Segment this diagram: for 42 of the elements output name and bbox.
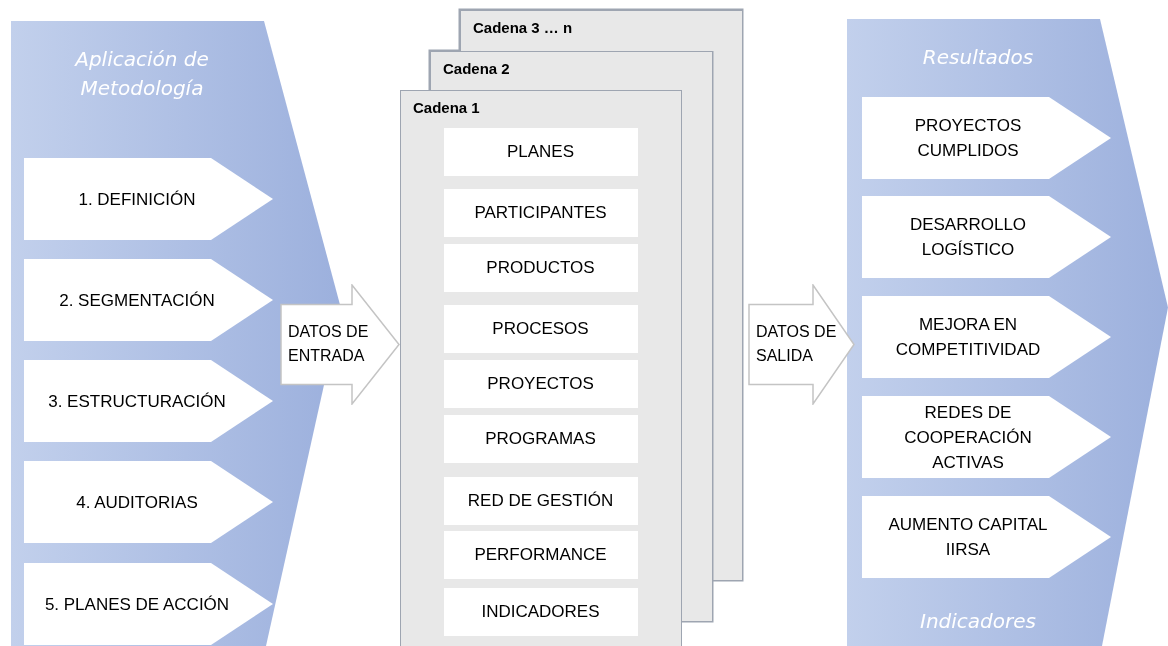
step-label: MEJORA EN COMPETITIVIDAD — [894, 314, 1042, 361]
item-label: PROCESOS — [492, 317, 589, 340]
item-label: PRODUCTOS — [486, 256, 595, 279]
step-label: AUMENTO CAPITAL IIRSA — [887, 514, 1049, 561]
item-label: RED DE GESTIÓN — [467, 489, 614, 512]
step-panel — [24, 158, 273, 240]
step-label: 2. SEGMENTACIÓN — [59, 289, 215, 312]
block-arrow — [748, 283, 855, 405]
stacked-card — [430, 51, 713, 90]
step-label: REDES DE COOPERACIÓN ACTIVAS — [903, 401, 1033, 474]
edge-label: DATOS DE ENTRADA — [288, 322, 370, 366]
band-heading: Aplicación de Metodología — [73, 46, 210, 102]
step-label: 5. PLANES DE ACCIÓN — [44, 593, 230, 616]
item-label: PLANES — [506, 140, 575, 163]
step-panel — [862, 196, 1111, 278]
step-label: PROYECTOS CUMPLIDOS — [913, 115, 1023, 162]
step-panel — [862, 296, 1111, 378]
band-heading: Resultados — [921, 44, 1035, 71]
item-label: PROYECTOS — [487, 372, 594, 395]
card-heading: Cadena 3 … n — [473, 18, 573, 38]
step-label: 3. ESTRUCTURACIÓN — [48, 390, 226, 413]
band-heading: Indicadores — [919, 608, 1037, 635]
item-label: PERFORMANCE — [474, 543, 607, 566]
item-label: PROGRAMAS — [485, 427, 596, 450]
item-label: INDICADORES — [481, 600, 600, 623]
stacked-card — [460, 10, 743, 51]
step-panel — [862, 496, 1111, 578]
card-heading: Cadena 1 — [413, 98, 480, 118]
step-panel — [24, 360, 273, 442]
step-panel — [862, 396, 1111, 478]
chevron-band — [847, 19, 1168, 646]
step-panel — [24, 563, 273, 645]
step-label: 1. DEFINICIÓN — [78, 188, 196, 211]
item-label: PARTICIPANTES — [474, 201, 607, 224]
step-panel — [24, 259, 273, 341]
block-arrow — [280, 283, 400, 405]
card-heading: Cadena 2 — [443, 59, 510, 79]
step-label: 4. AUDITORIAS — [76, 491, 198, 514]
step-panel — [24, 461, 273, 543]
step-panel — [862, 97, 1111, 179]
edge-label: DATOS DE SALIDA — [756, 322, 838, 366]
step-label: DESARROLLO LOGÍSTICO — [908, 214, 1028, 261]
